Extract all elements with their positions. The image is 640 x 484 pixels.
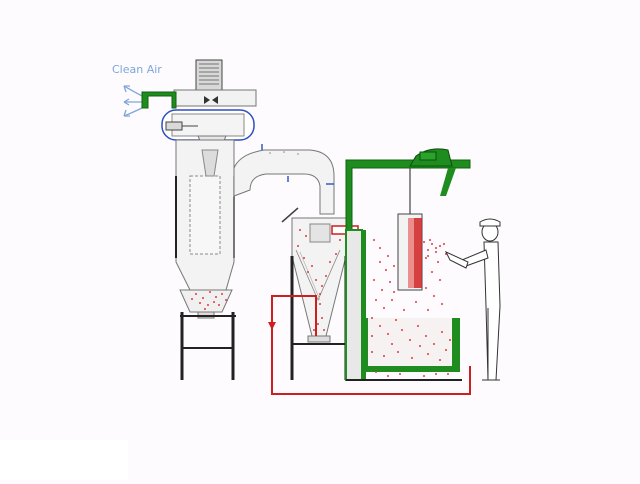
collector-hopper bbox=[179, 289, 233, 313]
collector-stand bbox=[180, 312, 235, 380]
dust-collector bbox=[141, 59, 257, 380]
transfer-duct bbox=[233, 149, 335, 215]
hopper-powder bbox=[191, 291, 227, 310]
return-line-arrow-icon bbox=[268, 322, 276, 330]
pulse-valve bbox=[165, 121, 183, 131]
powder-return-line bbox=[271, 295, 471, 395]
operator-figure bbox=[461, 218, 501, 381]
bottom-panel bbox=[0, 440, 128, 480]
spray-plume bbox=[423, 241, 441, 259]
spray-gun bbox=[444, 250, 469, 269]
fan-motor bbox=[195, 59, 223, 91]
exhaust-duct bbox=[141, 91, 177, 109]
powder-cloud bbox=[371, 239, 451, 377]
booth-wall bbox=[345, 229, 363, 381]
powder-booth bbox=[345, 148, 471, 381]
booth-tray bbox=[362, 318, 460, 372]
fan-icon bbox=[204, 96, 218, 104]
clean-air-label: Clean Air bbox=[112, 63, 162, 76]
filter-cartridge bbox=[189, 175, 221, 255]
